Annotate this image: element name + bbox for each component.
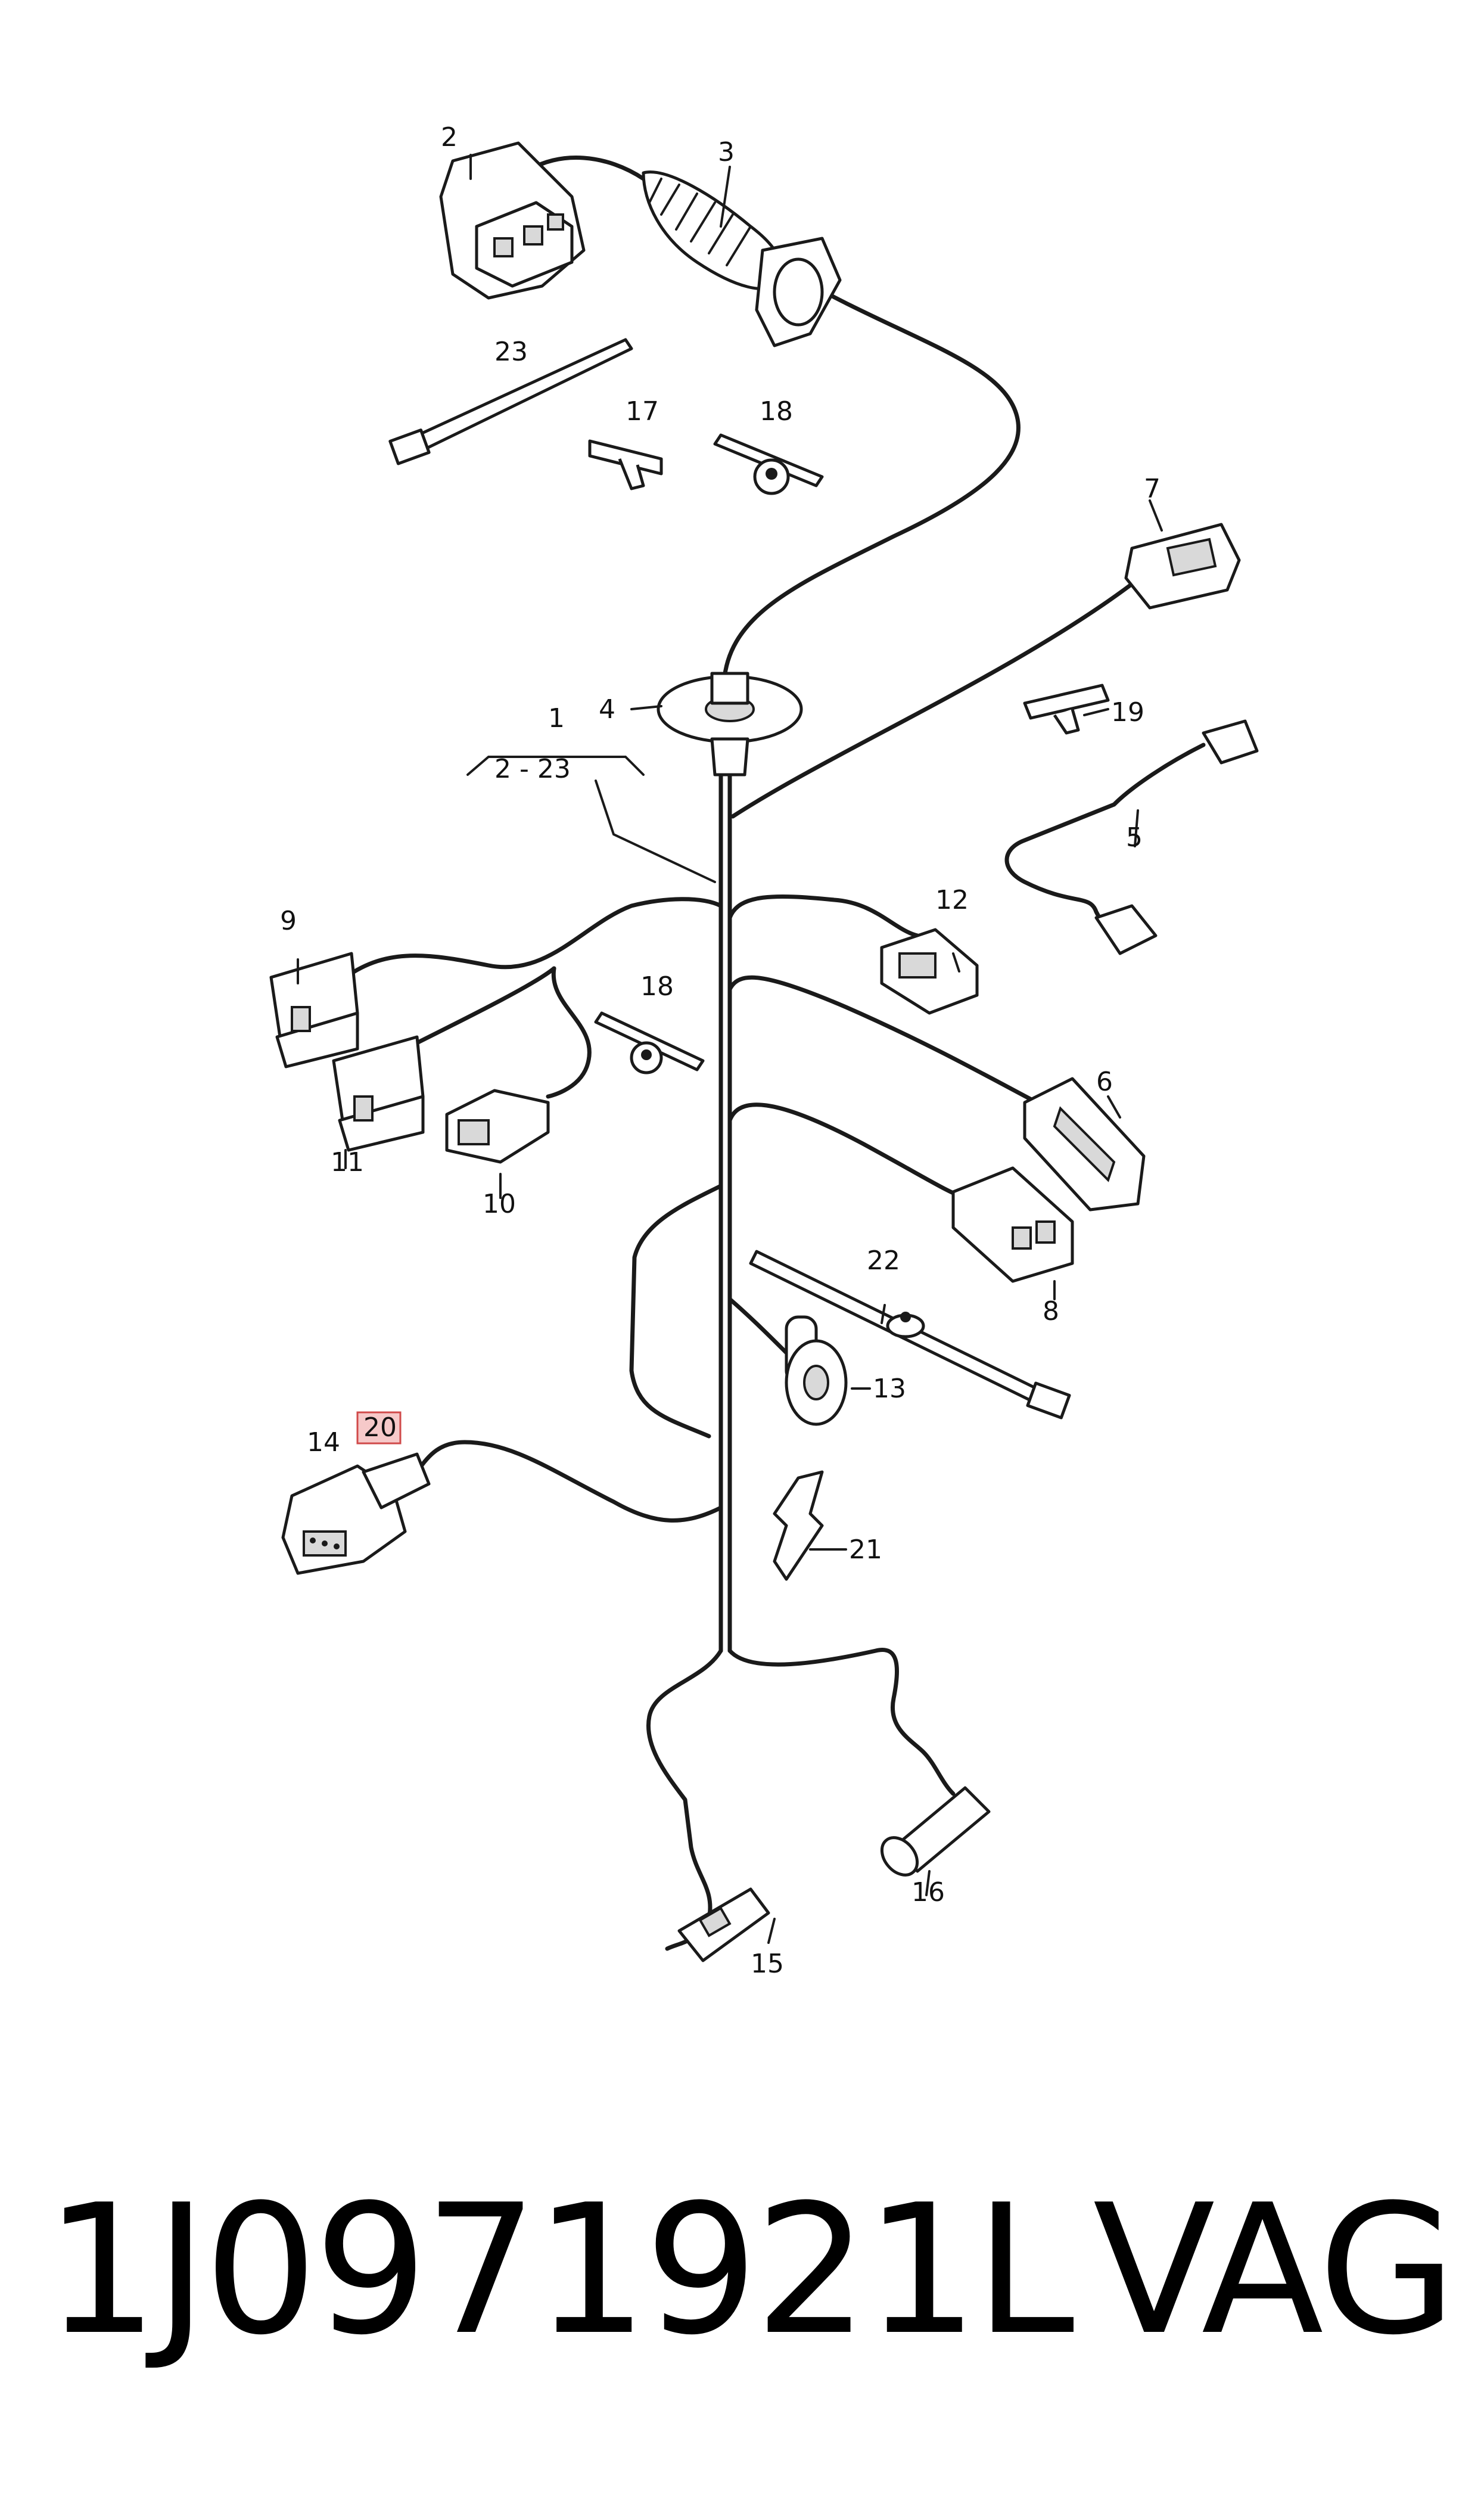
label-7: 7	[1144, 474, 1161, 504]
cable-tie-23	[388, 338, 633, 465]
clip-17	[588, 439, 663, 490]
holder-18-mid	[594, 1011, 705, 1074]
label-17: 17	[626, 396, 659, 427]
connector-2	[439, 141, 586, 300]
lead-5	[1094, 719, 1259, 955]
label-16: 16	[911, 1877, 945, 1908]
part-number: 1J0971921L	[45, 2166, 1075, 2374]
label-6: 6	[1096, 1067, 1113, 1097]
connector-12	[880, 928, 979, 1015]
connector-20	[362, 1452, 431, 1509]
boot-3	[642, 170, 842, 347]
connector-9	[269, 952, 359, 1069]
wiring-harness-diagram: 1 2 - 23 2 3 4 5 6 7 8 9 10 11 12 13 14 …	[269, 122, 1259, 1979]
label-3: 3	[718, 137, 735, 167]
holder-18-top	[713, 433, 824, 495]
label-11: 11	[331, 1147, 364, 1178]
harness-wires	[343, 156, 1206, 1951]
footer: 1J0971921L VAG	[0, 2181, 1484, 2419]
connector-10	[445, 1089, 550, 1164]
connector-11	[332, 1035, 425, 1152]
cable-tie-22	[749, 1250, 1071, 1420]
label-14: 14	[307, 1427, 340, 1458]
label-9: 9	[280, 906, 297, 936]
connector-6	[1023, 1077, 1146, 1212]
brand-name: VAG	[1093, 2166, 1457, 2374]
label-20-highlight	[356, 1411, 402, 1445]
label-2: 2	[441, 122, 458, 153]
label-12: 12	[935, 885, 969, 915]
label-18-top: 18	[760, 396, 793, 427]
leader-lines	[297, 154, 1163, 1944]
label-19: 19	[1111, 697, 1144, 728]
label-1: 1	[548, 703, 565, 734]
clip-19	[1023, 684, 1110, 735]
connector-8	[951, 1166, 1074, 1283]
label-20: 20	[363, 1412, 397, 1443]
connector-7	[1124, 523, 1241, 610]
label-22: 22	[867, 1245, 900, 1276]
label-15: 15	[751, 1949, 784, 1979]
callout-labels: 1 2 - 23 2 3 4 5 6 7 8 9 10 11 12 13 14 …	[280, 122, 1161, 1979]
grommet-4	[657, 672, 803, 776]
label-21: 21	[849, 1535, 882, 1565]
sensor-15	[677, 1887, 770, 1962]
label-18-mid: 18	[640, 971, 674, 1002]
label-1-range: 2 - 23	[494, 754, 571, 784]
label-4: 4	[599, 694, 615, 725]
sensor-16	[880, 1786, 991, 1877]
label-5: 5	[1126, 822, 1143, 853]
label-8: 8	[1043, 1296, 1059, 1327]
bracket-21	[773, 1470, 824, 1581]
grommet-13	[785, 1315, 848, 1426]
label-13: 13	[873, 1374, 906, 1404]
label-10: 10	[483, 1189, 516, 1219]
label-23: 23	[494, 337, 528, 367]
